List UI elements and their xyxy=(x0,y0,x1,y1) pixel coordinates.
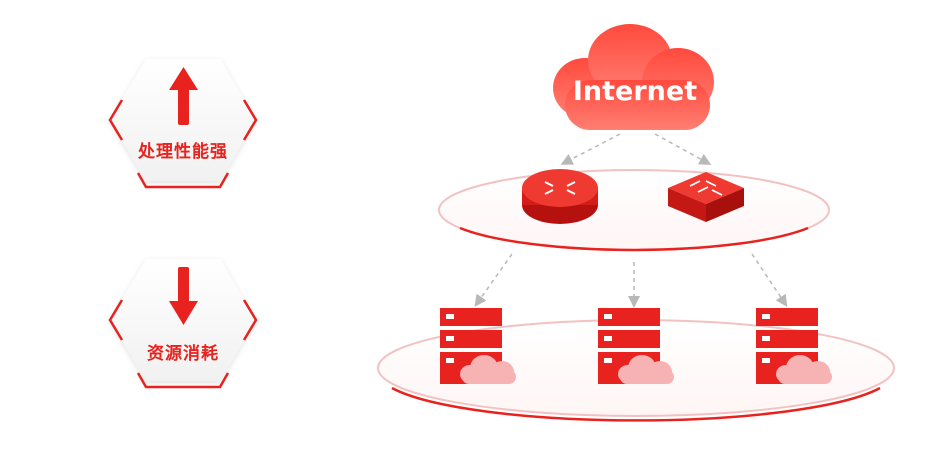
resource-badge: 资源消耗 xyxy=(98,245,268,395)
server-cloud-icon xyxy=(598,308,674,384)
arrow-down-icon xyxy=(169,267,198,325)
router-icon xyxy=(522,169,598,224)
resource-label: 资源消耗 xyxy=(147,344,219,364)
server-layer-ring-accent xyxy=(391,386,881,422)
link-server-1 xyxy=(474,253,513,307)
link-cloud-switch xyxy=(654,133,712,165)
internet-label: Internet xyxy=(572,76,698,107)
performance-badge: 处理性能强 xyxy=(98,45,268,195)
arrow-up-icon xyxy=(169,67,198,125)
hexagon-frame xyxy=(108,259,258,389)
internet-cloud-icon xyxy=(553,24,714,130)
device-layer-ring-accent xyxy=(459,226,809,252)
server-cloud-icon xyxy=(440,308,516,384)
link-cloud-router xyxy=(560,133,621,165)
server-cloud-icon xyxy=(756,308,832,384)
hexagon-frame xyxy=(108,59,258,189)
link-server-3 xyxy=(751,253,788,307)
performance-label: 处理性能强 xyxy=(138,142,228,162)
switch-icon xyxy=(668,172,744,222)
